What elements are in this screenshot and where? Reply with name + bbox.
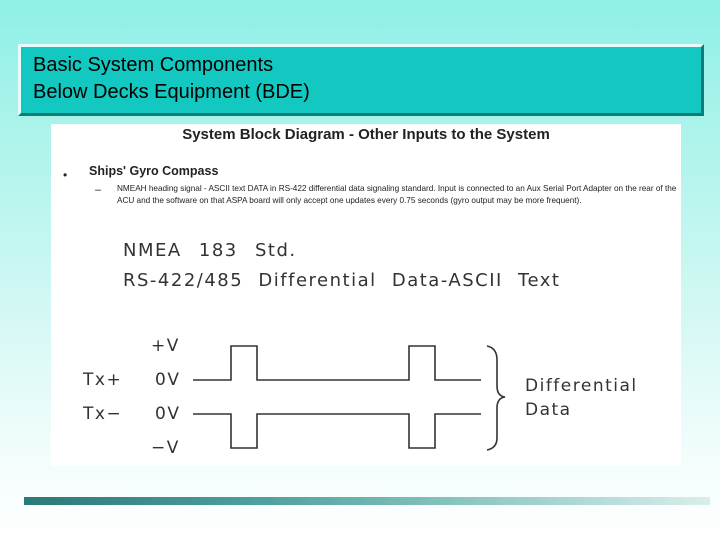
- plus-v-label: +V: [151, 336, 180, 356]
- slide-subtitle: Below Decks Equipment (BDE): [33, 81, 310, 103]
- zero-v-label-2: 0V: [155, 404, 181, 424]
- differential-label: Differential: [525, 376, 638, 396]
- minus-v-label: −V: [151, 438, 180, 458]
- bullet-marker: •: [63, 168, 68, 182]
- slide-title: Basic System Components: [33, 54, 274, 76]
- tx-minus-label: Tx−: [83, 404, 123, 424]
- differential-waveform: [193, 345, 506, 451]
- tx-plus-label: Tx+: [83, 370, 123, 390]
- zero-v-label-1: 0V: [155, 370, 181, 390]
- slide-title-box: Basic System Components Below Decks Equi…: [18, 44, 704, 116]
- tx-minus-waveform: [193, 413, 481, 449]
- data-label: Data: [525, 400, 572, 420]
- nmea-standard-label: NMEA 183 Std.: [123, 240, 297, 261]
- block-diagram-image: System Block Diagram - Other Inputs to t…: [51, 124, 681, 466]
- grouping-brace: [486, 345, 506, 451]
- sub-bullet-marker: –: [95, 184, 102, 196]
- tx-plus-waveform: [193, 345, 481, 381]
- diagram-title: System Block Diagram - Other Inputs to t…: [182, 126, 550, 143]
- nmea-description: NMEAH heading signal - ASCII text DATA i…: [117, 184, 677, 205]
- rs422-label: RS-422/485 Differential Data-ASCII Text: [123, 270, 561, 291]
- bullet-gyro-compass: Ships' Gyro Compass: [89, 164, 219, 178]
- footer-gradient-bar: [24, 497, 710, 505]
